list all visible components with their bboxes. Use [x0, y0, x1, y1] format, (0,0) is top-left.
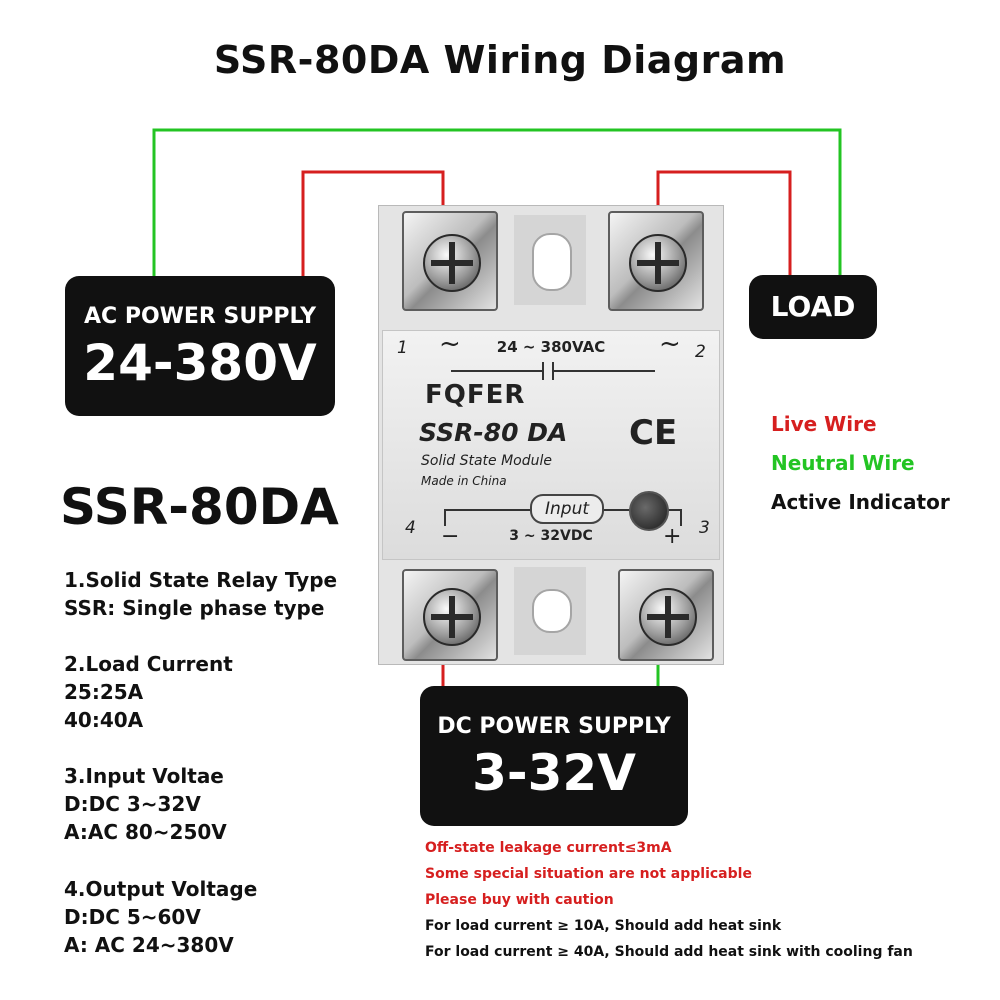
screw-icon — [629, 234, 687, 292]
screw-icon — [639, 588, 697, 646]
spec-line: D:DC 5~60V — [64, 905, 201, 929]
spec-input-voltage: 3.Input Voltae D:DC 3~32V A:AC 80~250V — [64, 762, 227, 846]
module-label-panel: 1 ~ ~ 2 24 ~ 380VAC FQFER SSR-80 DA CE S… — [382, 329, 720, 560]
spec-heading: 1.Solid State Relay Type — [64, 568, 338, 592]
dc-rating: 3 ~ 32VDC — [509, 528, 593, 544]
neutral-wire-top — [152, 128, 842, 278]
spec-line: 25:25A — [64, 680, 144, 704]
spec-heading: 2.Load Current — [64, 652, 233, 676]
screw-icon — [423, 588, 481, 646]
spec-load-current: 2.Load Current 25:25A 40:40A — [64, 650, 233, 734]
module-model: SSR-80 DA — [419, 418, 568, 447]
ac-tilde-right: ~ — [659, 329, 681, 359]
terminal-1 — [402, 211, 498, 311]
model-heading: SSR-80DA — [60, 478, 339, 536]
dc-plus-sign: + — [663, 524, 682, 549]
mounting-slot-bottom — [514, 567, 586, 655]
module-subtitle: Solid State Module — [421, 453, 552, 469]
load-box: LOAD — [749, 275, 877, 339]
legend-neutral-wire: Neutral Wire — [771, 451, 915, 475]
warning-notes: Off-state leakage current≤3mA Some speci… — [425, 835, 752, 913]
brand-logo: FQFER — [425, 380, 526, 410]
relay-module: 1 ~ ~ 2 24 ~ 380VAC FQFER SSR-80 DA CE S… — [378, 205, 724, 665]
spec-line: A: AC 24~380V — [64, 933, 234, 957]
spec-line: D:DC 3~32V — [64, 792, 201, 816]
mounting-hole-icon — [532, 233, 572, 291]
warning-line: Off-state leakage current≤3mA — [425, 840, 672, 856]
screw-icon — [423, 234, 481, 292]
pin-label-4: 4 — [405, 518, 416, 538]
module-origin: Made in China — [421, 474, 507, 488]
mounting-hole-icon — [532, 589, 572, 633]
load-label: LOAD — [770, 290, 856, 323]
spec-heading: 3.Input Voltae — [64, 764, 224, 788]
spec-line: A:AC 80~250V — [64, 820, 227, 844]
active-indicator-led — [629, 491, 669, 531]
ac-supply-label: AC POWER SUPPLY — [83, 304, 317, 329]
spec-line: SSR: Single phase type — [64, 596, 325, 620]
legend-active-indicator: Active Indicator — [771, 490, 950, 514]
spec-relay-type: 1.Solid State Relay Type SSR: Single pha… — [64, 566, 337, 622]
ce-mark: CE — [629, 413, 678, 453]
spec-output-voltage: 4.Output Voltage D:DC 5~60V A: AC 24~380… — [64, 875, 257, 959]
terminal-4 — [402, 569, 498, 661]
info-notes: For load current ≥ 10A, Should add heat … — [425, 913, 913, 965]
legend-live-wire: Live Wire — [771, 412, 877, 436]
ac-supply-voltage: 24-380V — [83, 334, 317, 392]
mounting-slot-top — [514, 215, 586, 305]
page-title: SSR-80DA Wiring Diagram — [213, 38, 787, 82]
dc-minus-sign: − — [441, 524, 460, 549]
dc-supply-label: DC POWER SUPPLY — [437, 714, 671, 739]
ac-rating: 24 ~ 380VAC — [496, 338, 606, 356]
terminal-2 — [608, 211, 704, 311]
info-line: For load current ≥ 10A, Should add heat … — [425, 918, 782, 934]
pin-label-2: 2 — [695, 342, 706, 362]
info-line: For load current ≥ 40A, Should add heat … — [425, 944, 913, 960]
ac-power-supply-box: AC POWER SUPPLY 24-380V — [65, 276, 335, 416]
dc-symbol-line — [444, 509, 682, 526]
dc-supply-voltage: 3-32V — [472, 744, 636, 802]
pin-label-1: 1 — [397, 338, 408, 358]
pin-label-3: 3 — [699, 518, 710, 538]
warning-line: Please buy with caution — [425, 892, 614, 908]
spec-heading: 4.Output Voltage — [64, 877, 258, 901]
input-label: Input — [530, 494, 604, 524]
ac-tilde-left: ~ — [439, 329, 461, 359]
warning-line: Some special situation are not applicabl… — [425, 866, 752, 882]
terminal-3 — [618, 569, 714, 661]
spec-line: 40:40A — [64, 708, 144, 732]
dc-power-supply-box: DC POWER SUPPLY 3-32V — [420, 686, 688, 826]
ac-symbol-line — [451, 362, 655, 380]
